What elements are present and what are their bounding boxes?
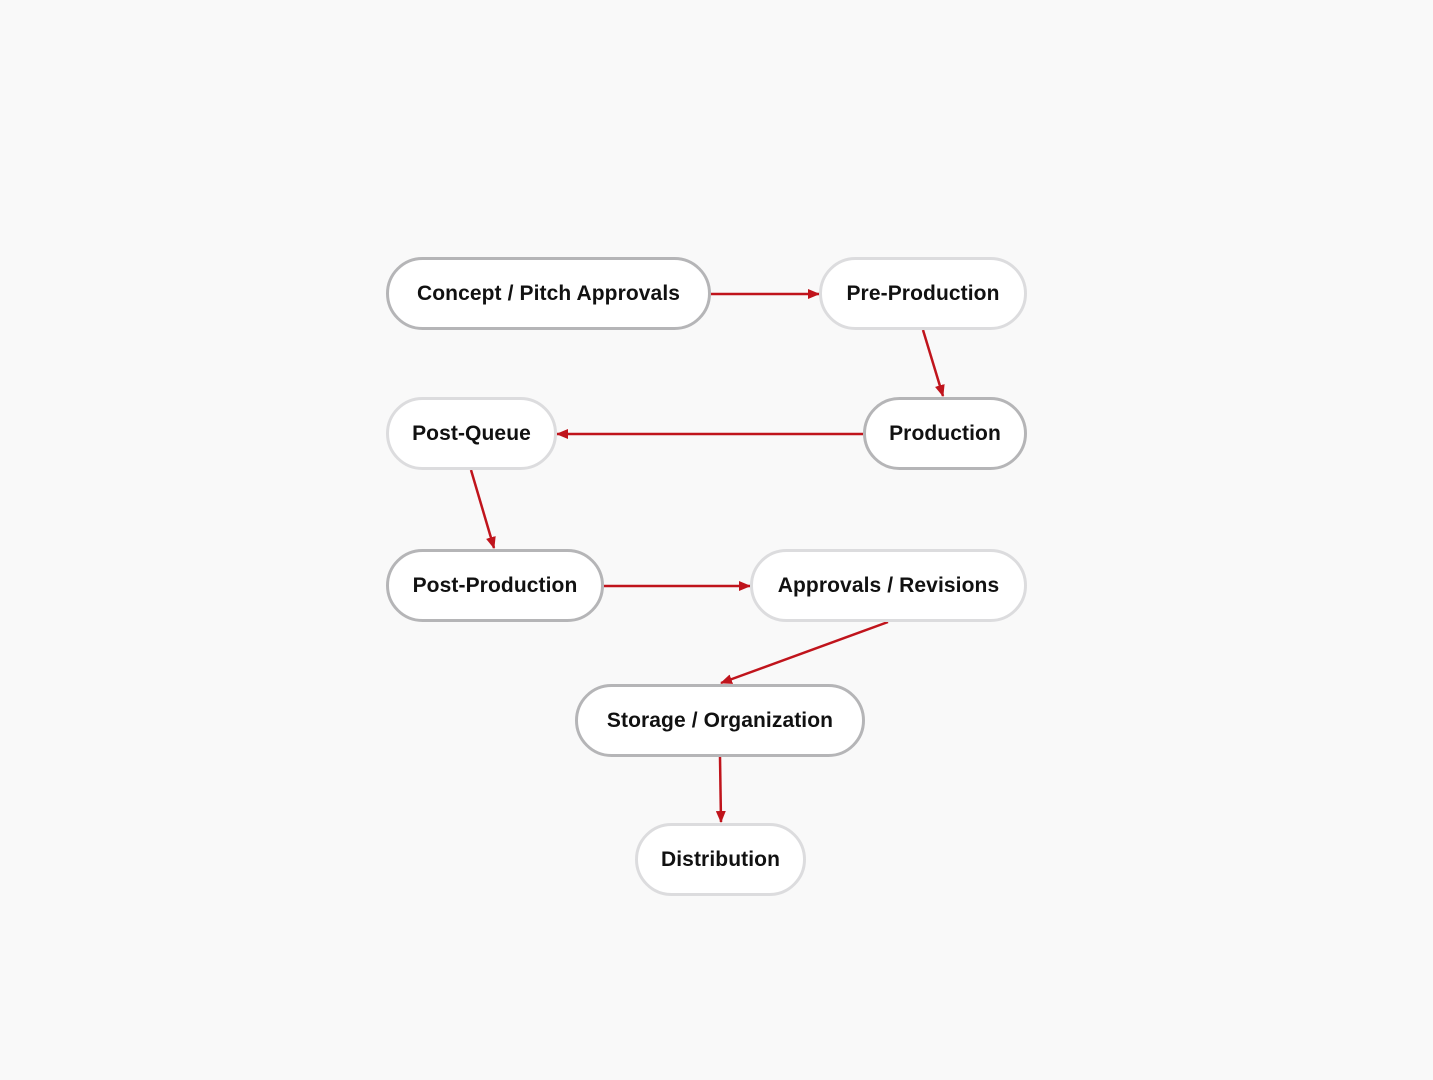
edge-preprod-to-production — [921, 329, 945, 397]
node-label: Pre-Production — [846, 281, 1000, 305]
node-pre-production[interactable]: Pre-Production — [819, 257, 1027, 330]
node-label: Post-Queue — [412, 421, 531, 445]
node-production[interactable]: Production — [863, 397, 1027, 470]
node-distribution[interactable]: Distribution — [635, 823, 806, 896]
node-post-queue[interactable]: Post-Queue — [386, 397, 557, 470]
node-label: Distribution — [660, 847, 781, 871]
node-storage-organization[interactable]: Storage / Organization — [575, 684, 865, 757]
edge-storage-to-distribution — [715, 756, 726, 823]
node-label: Approvals / Revisions — [777, 573, 1000, 597]
node-post-production[interactable]: Post-Production — [386, 549, 604, 622]
edge-postqueue-to-postprod — [469, 469, 496, 549]
edge-approvals-to-storage — [720, 620, 889, 685]
node-label: Concept / Pitch Approvals — [416, 281, 681, 305]
node-label: Storage / Organization — [606, 708, 834, 732]
node-label: Production — [889, 421, 1001, 445]
node-approvals-revisions[interactable]: Approvals / Revisions — [750, 549, 1027, 622]
node-concept-pitch-approvals[interactable]: Concept / Pitch Approvals — [386, 257, 711, 330]
node-label: Post-Production — [412, 573, 578, 597]
